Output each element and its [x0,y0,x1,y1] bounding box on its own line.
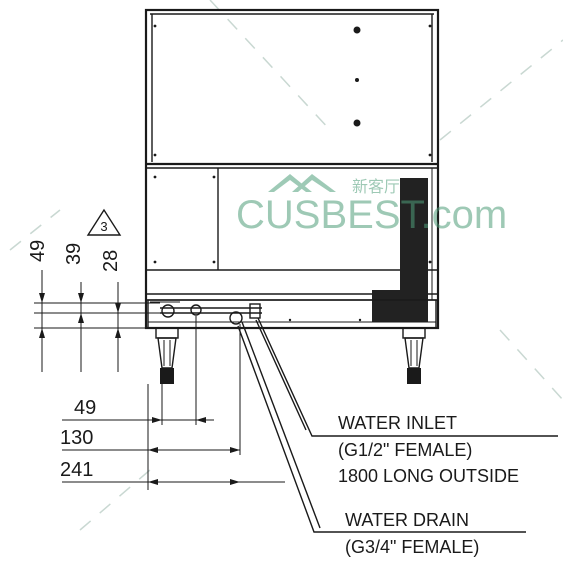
water-drain-spec: (G3/4" FEMALE) [345,537,479,557]
horizontal-dim-49: 49 [74,397,96,419]
watermark-logo-icon [268,174,336,192]
vertical-dim-49: 49 [27,240,49,262]
watermark-chinese: 新客厅 [352,178,400,196]
internal-channel [372,178,428,322]
horizontal-dimensions [62,316,285,490]
revision-triangle: 3 [86,208,122,236]
vertical-dimensions [34,270,160,372]
leader-lines [237,317,558,533]
watermark: 新客厅 CUSBEST.com [236,174,507,237]
horizontal-dim-241: 241 [60,459,93,481]
vertical-dim-39: 39 [63,243,85,265]
cabinet-body [144,8,440,330]
water-fittings [150,301,262,325]
watermark-dashes [9,0,563,531]
water-inlet-length: 1800 LONG OUTSIDE [338,466,519,486]
screw-dots [153,24,432,322]
horizontal-dim-130: 130 [60,427,93,449]
water-drain-title: WATER DRAIN [345,510,469,530]
water-inlet-spec: (G1/2" FEMALE) [338,440,472,460]
water-inlet-title: WATER INLET [338,413,457,433]
right-foot [402,327,426,384]
watermark-brand: CUSBEST.com [236,193,507,237]
vertical-dim-28: 28 [100,250,122,272]
revision-number: 3 [100,219,107,234]
left-foot [155,327,179,384]
